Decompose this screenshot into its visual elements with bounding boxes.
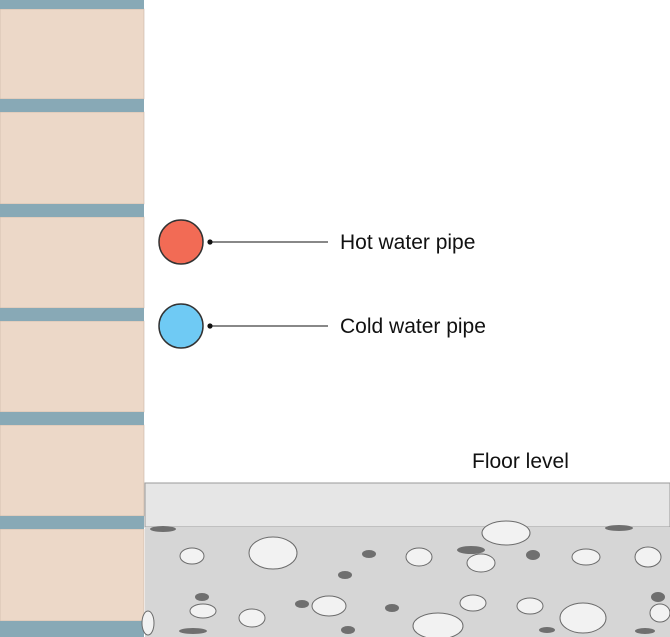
brick xyxy=(0,216,145,309)
aggregate-chip xyxy=(605,525,633,531)
brick xyxy=(0,528,145,622)
aggregate-chip xyxy=(150,526,176,532)
cold-water-pipe xyxy=(158,303,204,349)
mortar-joint xyxy=(0,204,144,217)
hot-water-pipe-label: Hot water pipe xyxy=(340,231,475,254)
aggregate-chip xyxy=(179,628,207,634)
mortar-joint xyxy=(0,412,144,425)
aggregate-chip xyxy=(195,593,209,601)
aggregate-chip xyxy=(295,600,309,608)
concrete-aggregate xyxy=(141,520,670,637)
aggregate-chip xyxy=(651,592,665,602)
floor-level-label: Floor level xyxy=(472,450,569,473)
aggregate-chip xyxy=(341,626,355,634)
floor-screed-layer xyxy=(144,482,670,528)
aggregate-chip xyxy=(362,550,376,558)
brick xyxy=(0,8,145,100)
aggregate-chip xyxy=(385,604,399,612)
hot-water-pipe xyxy=(158,219,204,265)
brick-wall xyxy=(0,0,145,637)
aggregate-stone xyxy=(179,547,205,565)
aggregate-stone xyxy=(459,594,487,612)
brick xyxy=(0,111,145,205)
mortar-joint xyxy=(0,621,144,637)
aggregate-stone xyxy=(412,612,464,637)
aggregate-stone xyxy=(516,597,544,615)
aggregate-stone xyxy=(311,595,347,617)
aggregate-stone xyxy=(481,520,531,546)
mortar-joint xyxy=(0,99,144,112)
aggregate-chip xyxy=(635,628,655,634)
aggregate-stone xyxy=(248,536,298,570)
aggregate-chip xyxy=(338,571,352,579)
concrete-slab xyxy=(141,520,670,637)
aggregate-stone xyxy=(238,608,266,628)
aggregate-chip xyxy=(526,550,540,560)
aggregate-stone xyxy=(141,610,155,636)
aggregate-chip xyxy=(457,546,485,554)
aggregate-stone xyxy=(405,547,433,567)
mortar-joint xyxy=(0,308,144,321)
aggregate-stone xyxy=(634,546,662,568)
aggregate-stone xyxy=(571,548,601,566)
brick xyxy=(0,424,145,517)
mortar-joint xyxy=(0,0,144,9)
cold-water-pipe-label: Cold water pipe xyxy=(340,315,486,338)
aggregate-stone xyxy=(559,602,607,634)
aggregate-stone xyxy=(189,603,217,619)
mortar-joint xyxy=(0,516,144,529)
brick xyxy=(0,320,145,413)
aggregate-stone xyxy=(466,553,496,573)
aggregate-stone xyxy=(649,603,670,623)
aggregate-chip xyxy=(539,627,555,633)
